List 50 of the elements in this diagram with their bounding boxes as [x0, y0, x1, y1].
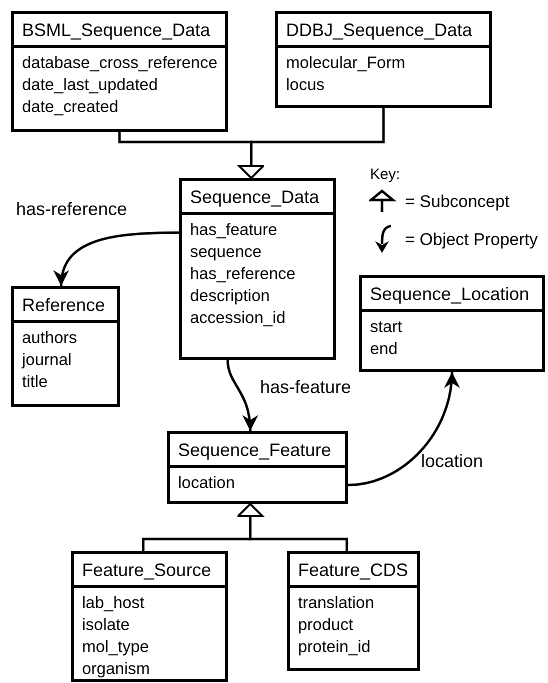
attribute-text: has_reference [190, 264, 296, 285]
class-name: Sequence_Data [190, 188, 320, 206]
attribute-text: product [298, 615, 354, 636]
legend-text: = Subconcept [405, 192, 510, 210]
key-heading: Key: [370, 167, 400, 182]
attribute-text: date_last_updated [22, 75, 159, 96]
attribute-text: description [190, 286, 271, 307]
attribute-text: authors [22, 328, 78, 349]
attribute-text: database_cross_reference [22, 53, 217, 74]
subconcept-arrow [237, 503, 348, 551]
attribute-text: mol_type [82, 637, 150, 658]
attribute-text: translation [298, 593, 376, 614]
attribute-text: date_created [22, 97, 120, 118]
property-arrow [348, 372, 459, 486]
class-name: DDBJ_Sequence_Data [286, 20, 472, 38]
class-box [179, 178, 336, 360]
class-name: Reference [22, 296, 106, 314]
attribute-text: start [370, 317, 404, 338]
class-box [359, 275, 545, 372]
class-box [167, 431, 348, 504]
class-box [287, 551, 420, 671]
class-name: Sequence_Feature [178, 440, 332, 458]
class-box [71, 551, 228, 682]
attribute-text: molecular_Form [286, 53, 406, 74]
class-box [11, 11, 228, 132]
attribute-text: journal [22, 350, 73, 371]
attribute-text: lab_host [82, 593, 146, 614]
attribute-text: has_feature [190, 220, 278, 241]
class-name: BSML_Sequence_Data [22, 20, 210, 38]
class-box [11, 286, 120, 407]
legend-text: = Object Property [405, 230, 538, 248]
subconcept-arrow [238, 108, 385, 179]
property-arrow [54, 231, 180, 286]
attribute-text: organism [82, 659, 151, 680]
attribute-text: sequence [190, 242, 263, 263]
property-arrow [226, 360, 258, 432]
class-name: Feature_Source [82, 560, 212, 578]
attribute-text: accession_id [190, 308, 286, 329]
class-box [275, 11, 492, 108]
class-name: Feature_CDS [298, 560, 408, 578]
attribute-text: protein_id [298, 637, 372, 658]
attribute-text: locus [286, 75, 326, 96]
edge-label: has-feature [260, 378, 352, 396]
attribute-text: title [22, 372, 49, 393]
edge-label: has-reference [16, 200, 128, 218]
class-name: Sequence_Location [370, 284, 530, 302]
attribute-text: isolate [82, 615, 131, 636]
attribute-text: location [178, 473, 236, 494]
attribute-text: end [370, 339, 399, 360]
edge-label: location [421, 452, 484, 470]
